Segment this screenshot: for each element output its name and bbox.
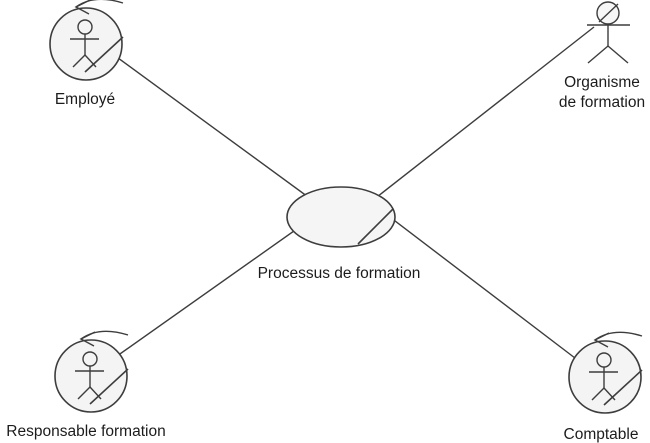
actor-label-organisme-line2: de formation <box>559 94 645 111</box>
use-case-ellipse <box>286 186 396 248</box>
actor-organisme: Organisme de formation <box>559 1 645 111</box>
association-lines <box>102 26 595 372</box>
rotation-arrow-head-icon <box>74 0 91 15</box>
actor-label-comptable: Comptable <box>564 426 639 443</box>
use-case-processus-de-formation: Processus de formation <box>258 186 421 282</box>
use-case-label: Processus de formation <box>258 265 421 282</box>
business-actor-icon <box>587 1 630 64</box>
business-worker-circle <box>568 340 642 414</box>
worker-slash <box>89 368 129 405</box>
rotation-arrow-head-icon <box>79 331 96 347</box>
stick-figure-icon <box>70 19 99 68</box>
association-line-comptable <box>377 207 593 372</box>
actor-head-slash <box>598 3 619 23</box>
actor-label-organisme-line1: Organisme <box>564 74 640 91</box>
association-line-employe <box>102 46 331 214</box>
association-line-organisme <box>367 26 595 205</box>
worker-slash <box>603 369 643 406</box>
actor-comptable <box>568 331 643 414</box>
stick-figure-icon <box>589 352 618 401</box>
association-line-responsable <box>109 213 319 362</box>
business-worker-circle <box>49 7 123 81</box>
actor-label-employe: Employé <box>55 91 115 108</box>
business-worker-circle <box>54 339 128 413</box>
use-case-slash <box>357 208 394 245</box>
worker-slash <box>84 36 124 73</box>
actor-responsable <box>54 330 129 413</box>
stick-figure-icon <box>75 351 104 400</box>
actor-employe <box>49 0 124 81</box>
rotation-arrow-head-icon <box>593 332 610 348</box>
actor-label-responsable: Responsable formation <box>6 423 165 440</box>
